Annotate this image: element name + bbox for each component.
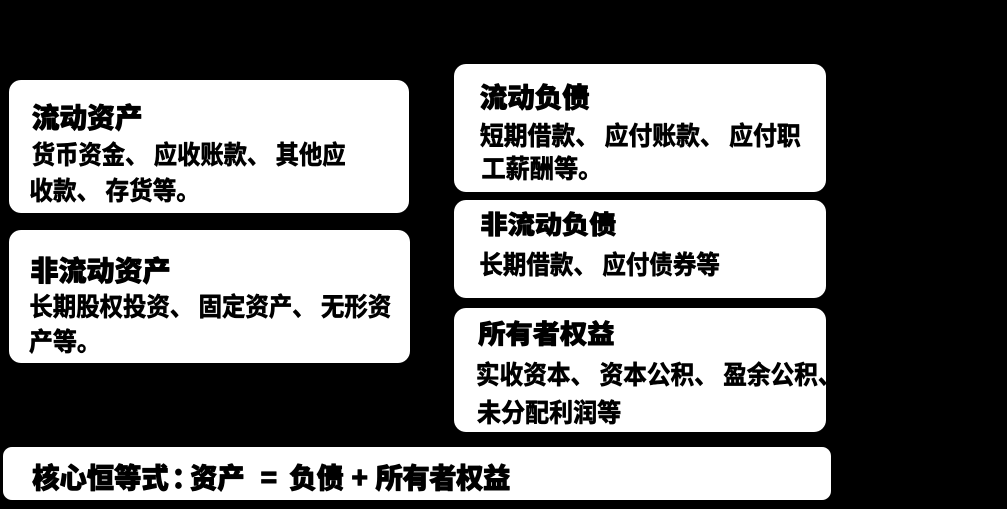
card-current-liabilities: 流动负债短期借款、 应付账款、 应付职工薪酬等。 xyxy=(453,63,826,192)
card-body-glyphs xyxy=(477,399,621,425)
card-body-text: 货币资金、 应收账款、 其他应收款、 存货等。 xyxy=(8,79,9,80)
card-title-text: 非流动资产 xyxy=(8,229,9,230)
card-title-glyphs xyxy=(31,102,142,132)
card-non-current-assets: 非流动资产长期股权投资、 固定资产、 无形资产等。 xyxy=(9,230,410,363)
card-title-glyphs xyxy=(480,210,616,237)
card-body-glyphs xyxy=(476,360,827,387)
card-title-text: 流动负债 xyxy=(453,63,454,64)
card-current-assets: 流动资产货币资金、 应收账款、 其他应收款、 存货等。 xyxy=(9,80,409,213)
card-body-glyphs xyxy=(29,293,391,320)
card-title-glyphs xyxy=(479,83,590,111)
formula-bar: 核心恒等式：资产 = 负债 + 所有者权益 xyxy=(2,446,831,500)
card-body-glyphs xyxy=(480,121,801,148)
card-body-glyphs xyxy=(28,328,86,355)
card-title-glyphs xyxy=(477,320,614,347)
formula-text: 核心恒等式：资产 = 负债 + 所有者权益 xyxy=(2,446,3,447)
card-body-text: 实收资本、 资本公积、 盈余公积、 未分配利润等 xyxy=(453,307,454,308)
card-title-text: 非流动负债 xyxy=(453,199,454,200)
card-title-text: 所有者权益 xyxy=(453,307,454,308)
card-body-text: 长期借款、 应付债券等 xyxy=(453,199,454,200)
card-body-glyphs xyxy=(480,250,720,277)
card-title-text: 流动资产 xyxy=(8,79,9,80)
card-owners-equity: 所有者权益实收资本、 资本公积、 盈余公积、 未分配利润等 xyxy=(453,307,827,432)
card-body-glyphs xyxy=(482,155,588,182)
formula-glyphs xyxy=(32,462,511,492)
card-title-glyphs xyxy=(31,256,170,285)
card-body-glyphs xyxy=(32,140,346,167)
card-body-glyphs xyxy=(30,177,186,203)
card-body-text: 长期股权投资、 固定资产、 无形资产等。 xyxy=(8,229,9,230)
card-body-text: 短期借款、 应付账款、 应付职工薪酬等。 xyxy=(453,63,454,64)
card-non-current-liabilities: 非流动负债长期借款、 应付债券等 xyxy=(453,199,826,298)
